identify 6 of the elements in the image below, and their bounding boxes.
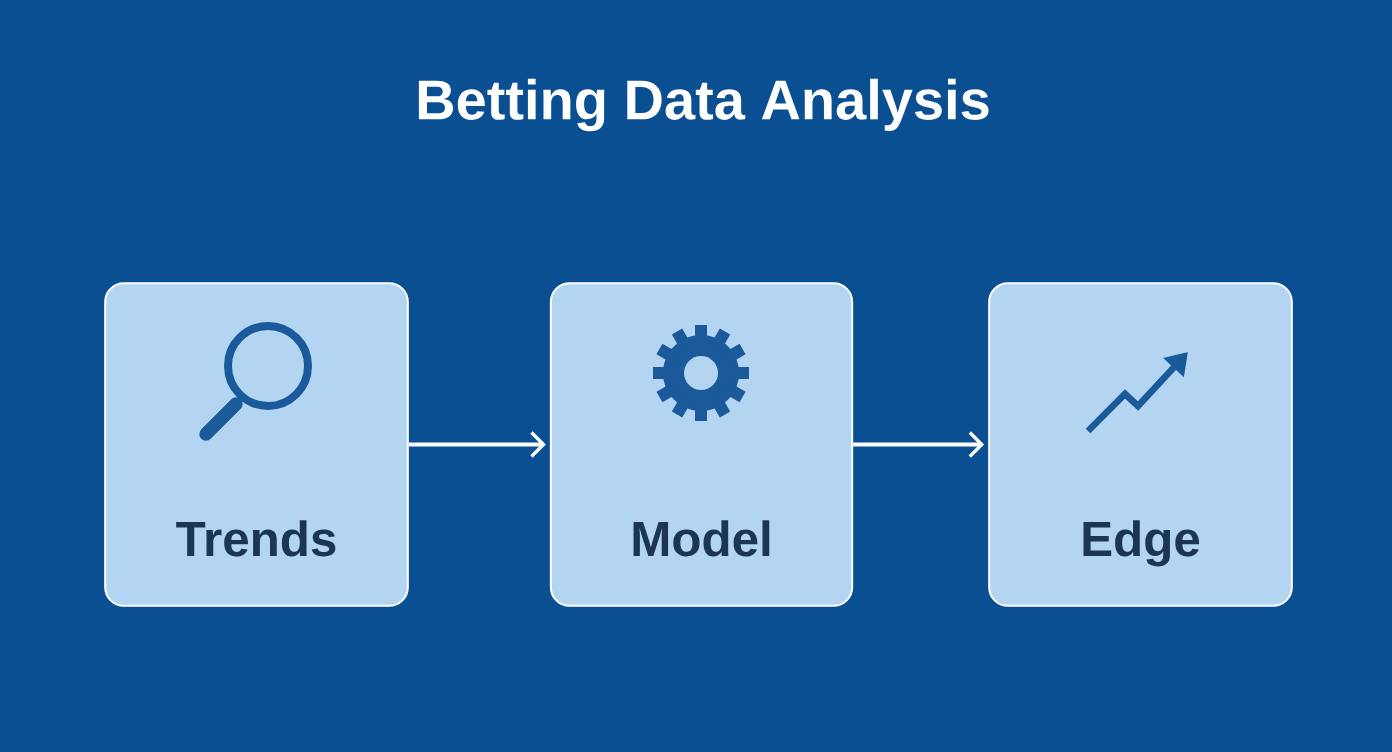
process-box: Edge bbox=[988, 282, 1293, 607]
process-box: Trends bbox=[104, 282, 409, 607]
title: Betting Data Analysis bbox=[418, 78, 989, 132]
arrow bbox=[408, 431, 546, 458]
process-box: Model bbox=[549, 282, 854, 607]
arrow bbox=[853, 431, 985, 458]
